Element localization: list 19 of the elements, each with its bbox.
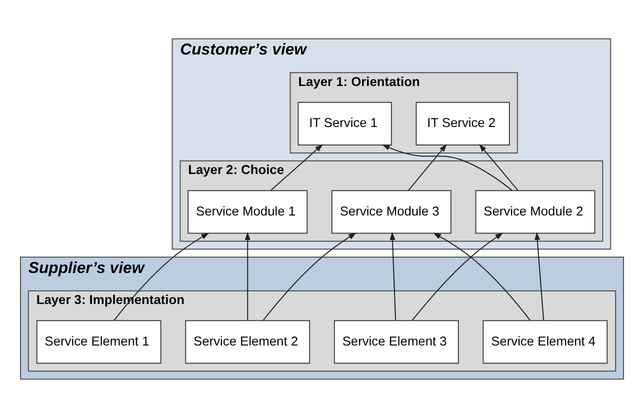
arrow [262, 232, 356, 320]
node-box: Service Module 2 [475, 190, 596, 234]
node-box: IT Service 1 [298, 101, 392, 146]
arrow [408, 144, 447, 190]
arrow [412, 232, 504, 320]
arrow [390, 232, 396, 320]
arrow [432, 232, 531, 321]
node-box: IT Service 2 [416, 101, 510, 146]
arrow [534, 232, 544, 320]
arrow [479, 144, 518, 190]
arrow [270, 144, 323, 190]
node-box: Service Module 3 [331, 190, 452, 234]
node-box: Service Element 2 [185, 320, 310, 364]
node-box: Service Element 3 [334, 320, 459, 364]
arrow [382, 144, 513, 190]
arrow [244, 232, 250, 320]
node-box: Service Element 4 [482, 320, 608, 364]
node-box: Service Module 1 [188, 190, 308, 234]
node-box: Service Element 1 [36, 320, 162, 364]
